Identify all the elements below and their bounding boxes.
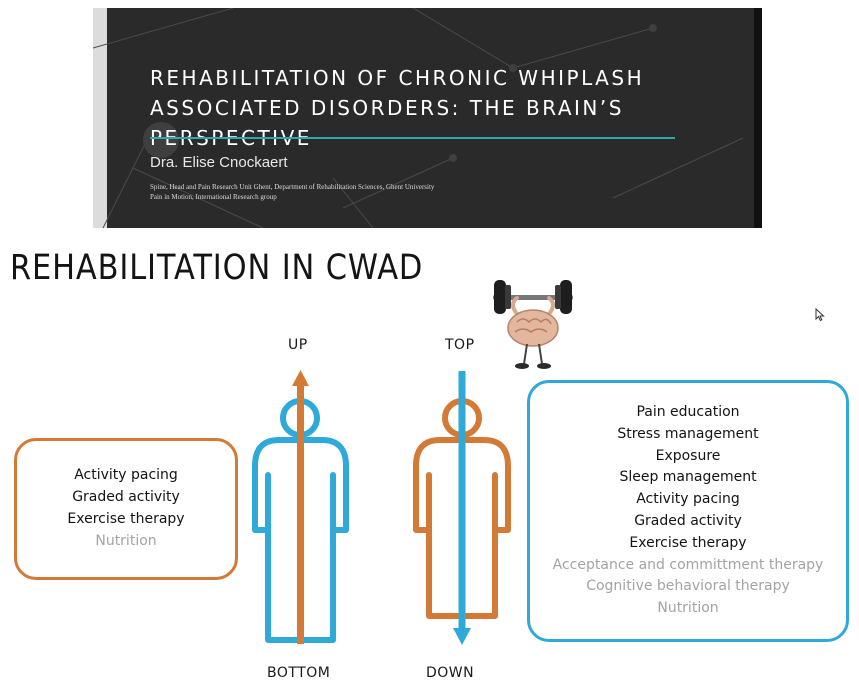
right-intervention-box: Pain education Stress management Exposur… xyxy=(527,380,849,642)
brain-lifting-barbell-icon xyxy=(493,280,573,369)
list-item: Stress management xyxy=(617,425,759,442)
list-item: Exercise therapy xyxy=(629,534,747,551)
slide-left-edge xyxy=(93,8,107,228)
list-item: Pain education xyxy=(636,404,740,421)
title-slide: REHABILITATION OF CHRONIC WHIPLASH ASSOC… xyxy=(93,8,762,228)
slide-heading: REHABILITATION IN CWAD xyxy=(10,248,424,288)
list-item: Graded activity xyxy=(72,489,180,506)
title-divider xyxy=(150,137,675,139)
list-item: Exposure xyxy=(655,447,721,464)
label-down: DOWN xyxy=(426,665,475,681)
list-item: Nutrition xyxy=(657,600,719,617)
list-item: Acceptance and committment therapy xyxy=(552,556,824,573)
list-item: Nutrition xyxy=(95,532,157,549)
up-arrow-icon xyxy=(292,370,309,644)
label-top: TOP xyxy=(445,337,475,353)
mouse-cursor-icon xyxy=(815,308,825,322)
list-item: Sleep management xyxy=(619,469,757,486)
label-bottom: BOTTOM xyxy=(267,665,331,681)
down-arrow-icon xyxy=(453,371,471,645)
label-up: UP xyxy=(288,337,308,353)
network-background xyxy=(93,8,744,228)
affiliation: Spine, Head and Pain Research Unit Ghent… xyxy=(150,182,434,202)
slide-right-edge xyxy=(754,8,762,228)
affiliation-line: Spine, Head and Pain Research Unit Ghent… xyxy=(150,183,435,191)
list-item: Cognitive behavioral therapy xyxy=(586,578,790,595)
list-item: Activity pacing xyxy=(74,467,178,484)
left-intervention-box: Activity pacing Graded activity Exercise… xyxy=(14,438,238,580)
list-item: Graded activity xyxy=(634,513,742,529)
list-item: Activity pacing xyxy=(636,491,740,508)
author-name: Dra. Elise Cnockaert xyxy=(150,154,288,171)
list-item: Exercise therapy xyxy=(67,511,185,527)
affiliation-line: Pain in Motion, International Research g… xyxy=(150,193,277,201)
